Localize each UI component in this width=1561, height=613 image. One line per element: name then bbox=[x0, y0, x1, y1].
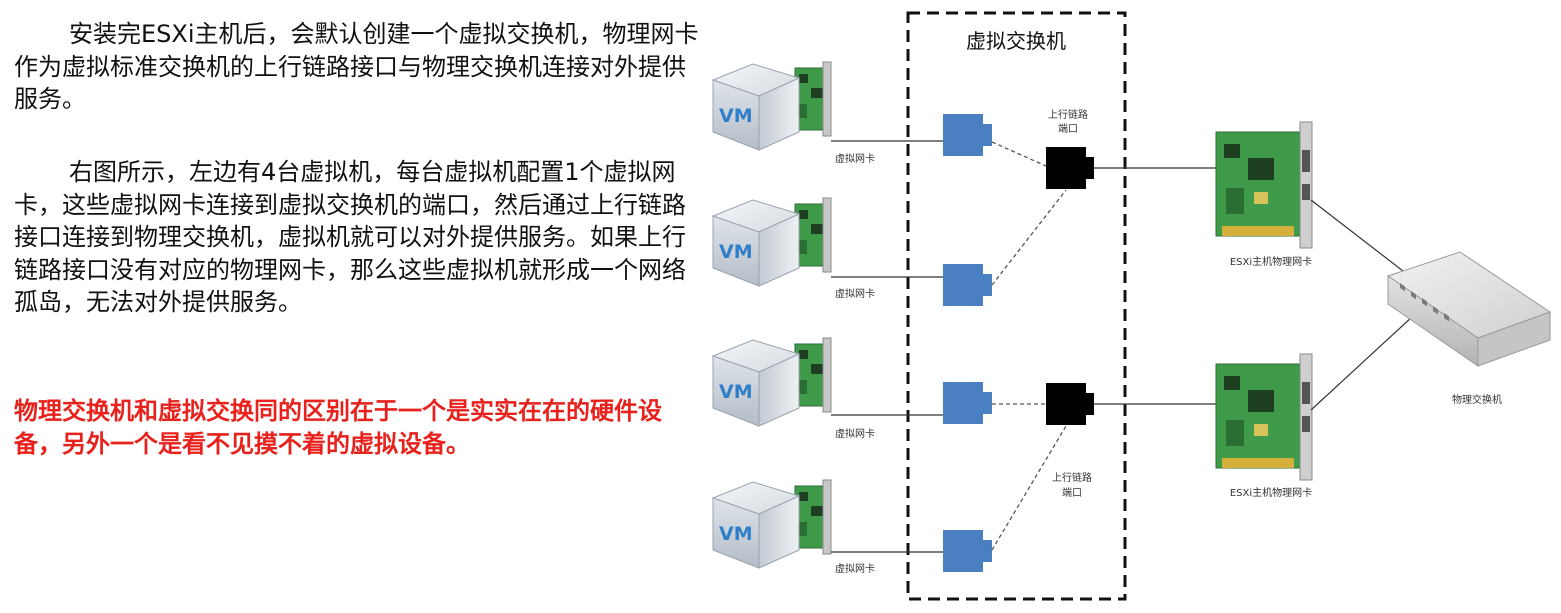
uplink-port-2 bbox=[1046, 383, 1094, 425]
virtual-machine-2: VM bbox=[712, 197, 832, 287]
intro-paragraph: 安装完ESXi主机后，会默认创建一个虚拟交换机，物理网卡作为虚拟标准交换机的上行… bbox=[14, 18, 704, 116]
virtual-machine-4: VM bbox=[712, 479, 832, 569]
vnic-label-3: 虚拟网卡 bbox=[835, 427, 875, 440]
vm-label: VM bbox=[719, 241, 753, 263]
pnic-label-2: ESXi主机物理网卡 bbox=[1230, 486, 1312, 499]
virtual-machine-1: VM bbox=[712, 61, 832, 151]
physical-nic-2 bbox=[1215, 353, 1313, 481]
vswitch-boundary bbox=[906, 11, 1127, 601]
uplink-label-2-line2: 端口 bbox=[1062, 486, 1082, 499]
vm-label: VM bbox=[719, 523, 753, 545]
uplink-port-1 bbox=[1046, 147, 1094, 189]
intro-text: 安装完ESXi主机后，会默认创建一个虚拟交换机，物理网卡作为虚拟标准交换机的上行… bbox=[14, 20, 699, 113]
vnic-label-4: 虚拟网卡 bbox=[835, 562, 875, 575]
vswitch-port-1 bbox=[943, 114, 992, 156]
pnic-label-1: ESXi主机物理网卡 bbox=[1230, 255, 1312, 268]
internal-link-2 bbox=[991, 189, 1067, 286]
internal-link-4 bbox=[991, 425, 1067, 551]
switch-cable-2 bbox=[1310, 304, 1426, 411]
explanation-paragraph: 右图所示，左边有4台虚拟机，每台虚拟机配置1个虚拟网卡，这些虚拟网卡连接到虚拟交… bbox=[14, 156, 704, 319]
pswitch-label: 物理交换机 bbox=[1452, 393, 1502, 406]
vswitch-title: 虚拟交换机 bbox=[966, 29, 1066, 53]
internal-link-1 bbox=[991, 141, 1047, 167]
uplink-label-1-line1: 上行链路 bbox=[1048, 108, 1088, 121]
vswitch-port-4 bbox=[943, 530, 992, 572]
virtual-machine-3: VM bbox=[712, 337, 832, 427]
highlight-text: 物理交换机和虚拟交换同的区别在于一个是实实在在的硬件设备，另外一个是看不见摸不着… bbox=[14, 397, 662, 458]
vswitch-port-2 bbox=[943, 264, 992, 306]
explanation-text: 右图所示，左边有4台虚拟机，每台虚拟机配置1个虚拟网卡，这些虚拟网卡连接到虚拟交… bbox=[14, 158, 686, 316]
vm-label: VM bbox=[719, 381, 753, 403]
physical-switch bbox=[1386, 251, 1552, 367]
vm-label: VM bbox=[719, 105, 753, 127]
uplink-label-2-line1: 上行链路 bbox=[1052, 471, 1092, 484]
vnic-label-2: 虚拟网卡 bbox=[835, 287, 875, 300]
vnic-label-1: 虚拟网卡 bbox=[835, 152, 875, 165]
highlight-paragraph: 物理交换机和虚拟交换同的区别在于一个是实实在在的硬件设备，另外一个是看不见摸不着… bbox=[14, 395, 704, 460]
physical-nic-1 bbox=[1215, 121, 1313, 249]
vswitch-port-3 bbox=[943, 382, 992, 424]
uplink-label-1-line2: 端口 bbox=[1058, 122, 1078, 135]
